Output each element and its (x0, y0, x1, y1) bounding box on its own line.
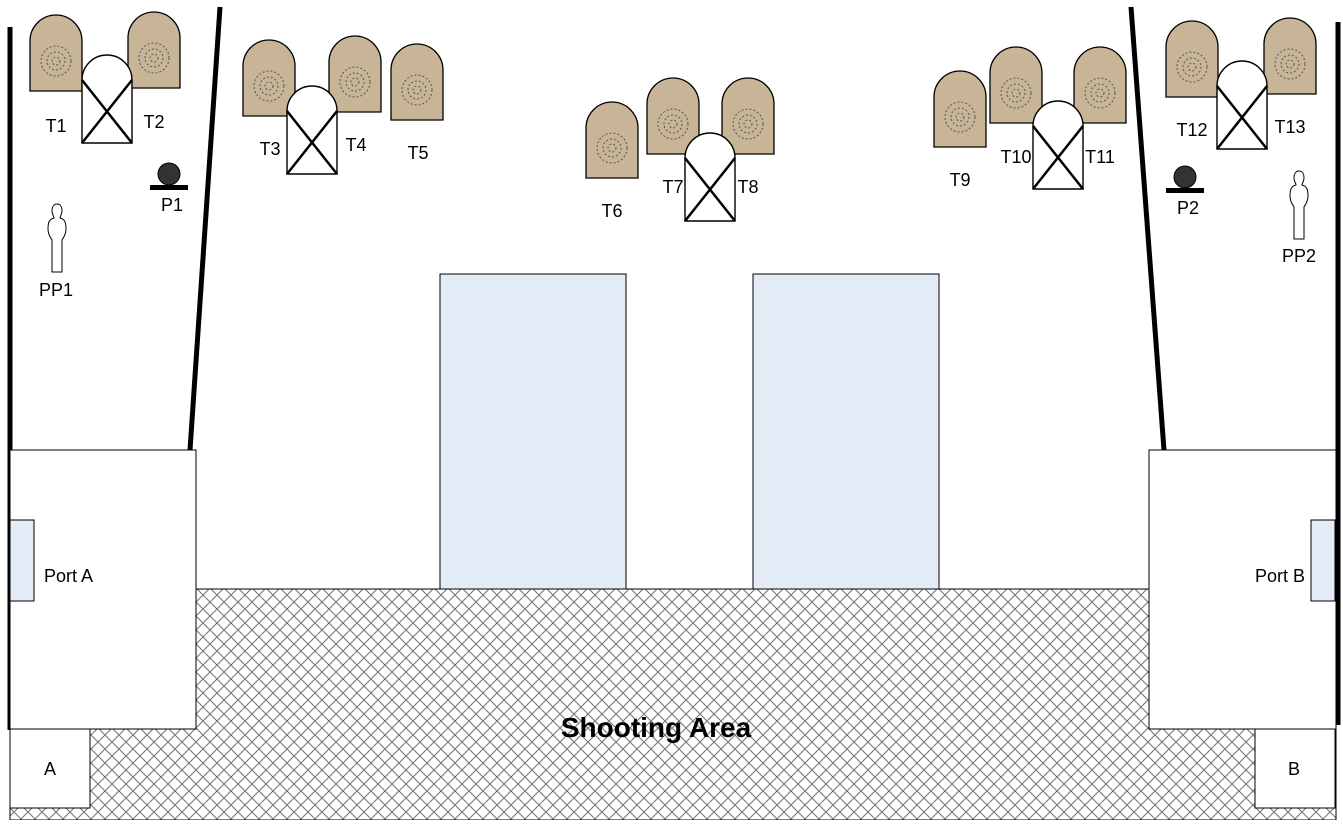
center-wall-right (752, 273, 940, 590)
target-label-t3: T3 (259, 139, 280, 159)
partial-popper-label-pp1: PP1 (39, 280, 73, 300)
target-label-t12: T12 (1176, 120, 1207, 140)
shooting-area-label: Shooting Area (561, 712, 752, 743)
partial-popper-icon (47, 203, 67, 273)
partial-popper-icon (1289, 170, 1309, 240)
right-fault-line (1128, 6, 1167, 451)
paper-target-icon (1073, 46, 1127, 124)
target-label-t11: T11 (1085, 147, 1115, 167)
target-label-t13: T13 (1274, 117, 1305, 137)
target-label-t1: T1 (45, 116, 66, 136)
center-wall-left (439, 273, 627, 590)
port-a-window (9, 519, 35, 602)
paper-target-icon (585, 101, 639, 179)
target-label-t10: T10 (1000, 147, 1031, 167)
paper-target-icon (29, 14, 83, 92)
popper-icon (149, 162, 189, 191)
partial-popper-label-pp2: PP2 (1282, 246, 1316, 266)
popper-label-p2: P2 (1177, 198, 1199, 218)
position-a-label: A (44, 759, 56, 779)
target-label-t5: T5 (407, 143, 428, 163)
target-label-t2: T2 (143, 112, 164, 132)
paper-target-icon (127, 11, 181, 89)
shooting-area (9, 588, 1337, 821)
position-b-box (1254, 728, 1336, 809)
no-shoot-target-icon (285, 84, 339, 176)
left-barricade (9, 449, 197, 730)
no-shoot-target-icon (80, 53, 134, 145)
target-label-t7: T7 (662, 177, 683, 197)
left-fault-line (187, 6, 223, 451)
port-b-window (1310, 519, 1336, 602)
right-barricade (1148, 449, 1337, 730)
paper-target-icon (1263, 17, 1317, 95)
target-label-t6: T6 (601, 201, 622, 221)
target-label-t9: T9 (949, 170, 970, 190)
popper-icon (1165, 165, 1205, 194)
port-a-label: Port A (44, 566, 93, 586)
port-b-label: Port B (1255, 566, 1305, 586)
paper-target-icon (390, 43, 444, 121)
paper-target-icon (328, 35, 382, 113)
no-shoot-target-icon (683, 131, 737, 223)
position-a-box (9, 728, 91, 809)
target-label-t8: T8 (737, 177, 758, 197)
no-shoot-target-icon (1031, 99, 1085, 191)
paper-target-icon (1165, 20, 1219, 98)
paper-target-icon (933, 70, 987, 148)
target-label-t4: T4 (345, 135, 366, 155)
paper-target-icon (989, 46, 1043, 124)
popper-label-p1: P1 (161, 195, 183, 215)
no-shoot-target-icon (1215, 59, 1269, 151)
position-b-label: B (1288, 759, 1300, 779)
